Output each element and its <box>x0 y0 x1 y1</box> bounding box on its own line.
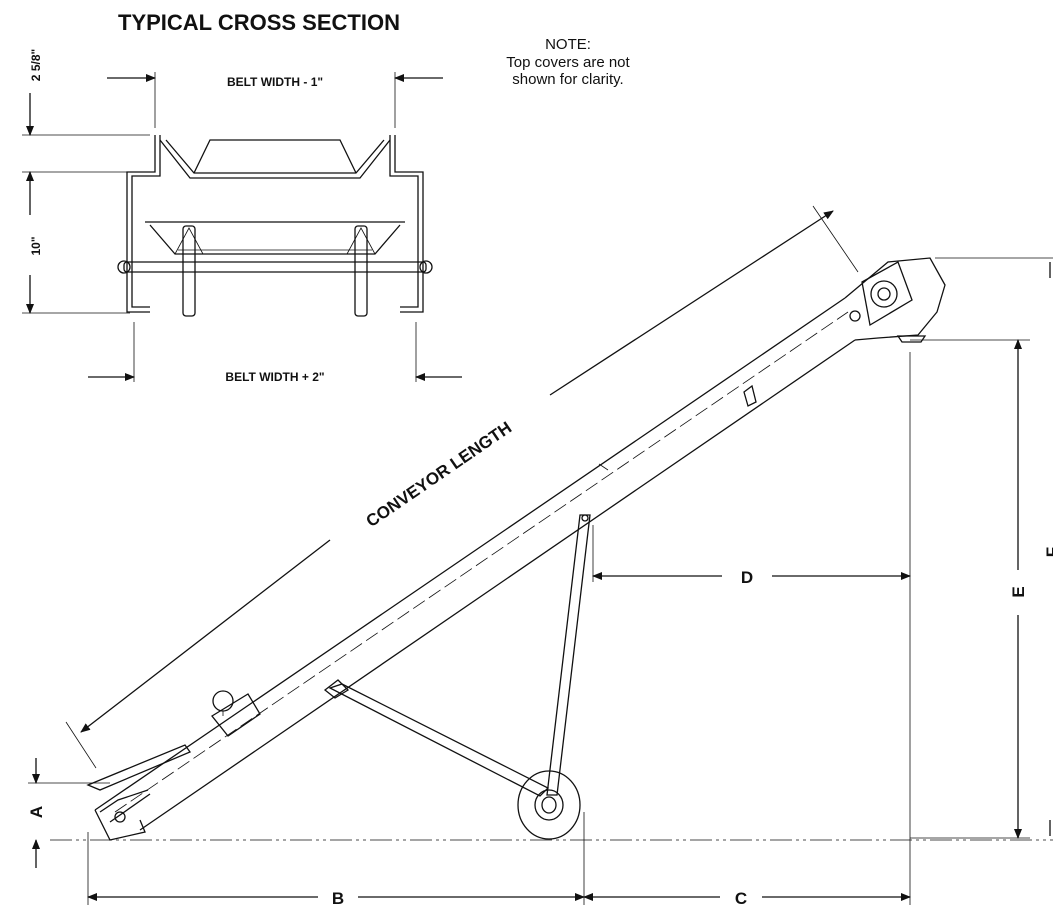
note-line-1: NOTE: <box>545 36 591 53</box>
height-top-label: 2 5/8" <box>29 49 43 81</box>
dim-f-label: F <box>1043 547 1053 557</box>
dimension-e: E <box>910 339 1030 839</box>
undercarriage <box>323 514 591 797</box>
trough-profile <box>126 135 424 313</box>
inlet-hopper <box>86 744 192 841</box>
drive-motor <box>211 690 261 737</box>
wheel <box>517 770 581 840</box>
dim-d-label: D <box>741 568 753 587</box>
height-dimension: 2 5/8" 10" <box>22 49 150 314</box>
dimension-f: F <box>935 257 1053 836</box>
bottom-width-dimension: BELT WIDTH + 2" <box>88 322 462 384</box>
conveyor-side-view: CONVEYOR LENGTH A B C <box>27 205 1053 908</box>
dim-a-label: A <box>27 806 46 818</box>
tube-bracket <box>743 384 757 407</box>
return-roller <box>117 225 433 317</box>
height-main-label: 10" <box>29 236 43 255</box>
cross-section-title: TYPICAL CROSS SECTION <box>118 10 400 35</box>
dimension-a: A <box>27 758 110 868</box>
note-line-3: shown for clarity. <box>512 71 623 88</box>
dim-c-label: C <box>735 889 747 908</box>
top-width-label: BELT WIDTH - 1" <box>227 75 323 89</box>
bottom-width-label: BELT WIDTH + 2" <box>225 370 324 384</box>
dim-b-label: B <box>332 889 344 908</box>
conveyor-tube <box>94 297 856 831</box>
cross-section-view: TYPICAL CROSS SECTION NOTE: Top covers a… <box>22 10 631 384</box>
dim-e-label: E <box>1009 586 1028 597</box>
top-width-dimension: BELT WIDTH - 1" <box>107 72 443 128</box>
dimension-c: C <box>583 352 911 908</box>
discharge-head <box>844 257 946 343</box>
dimension-d: D <box>592 525 911 587</box>
conveyor-length-dimension: CONVEYOR LENGTH <box>65 205 859 769</box>
note-line-2: Top covers are not <box>506 54 630 71</box>
dimension-b: B <box>87 812 585 908</box>
conveyor-length-label: CONVEYOR LENGTH <box>363 418 515 531</box>
